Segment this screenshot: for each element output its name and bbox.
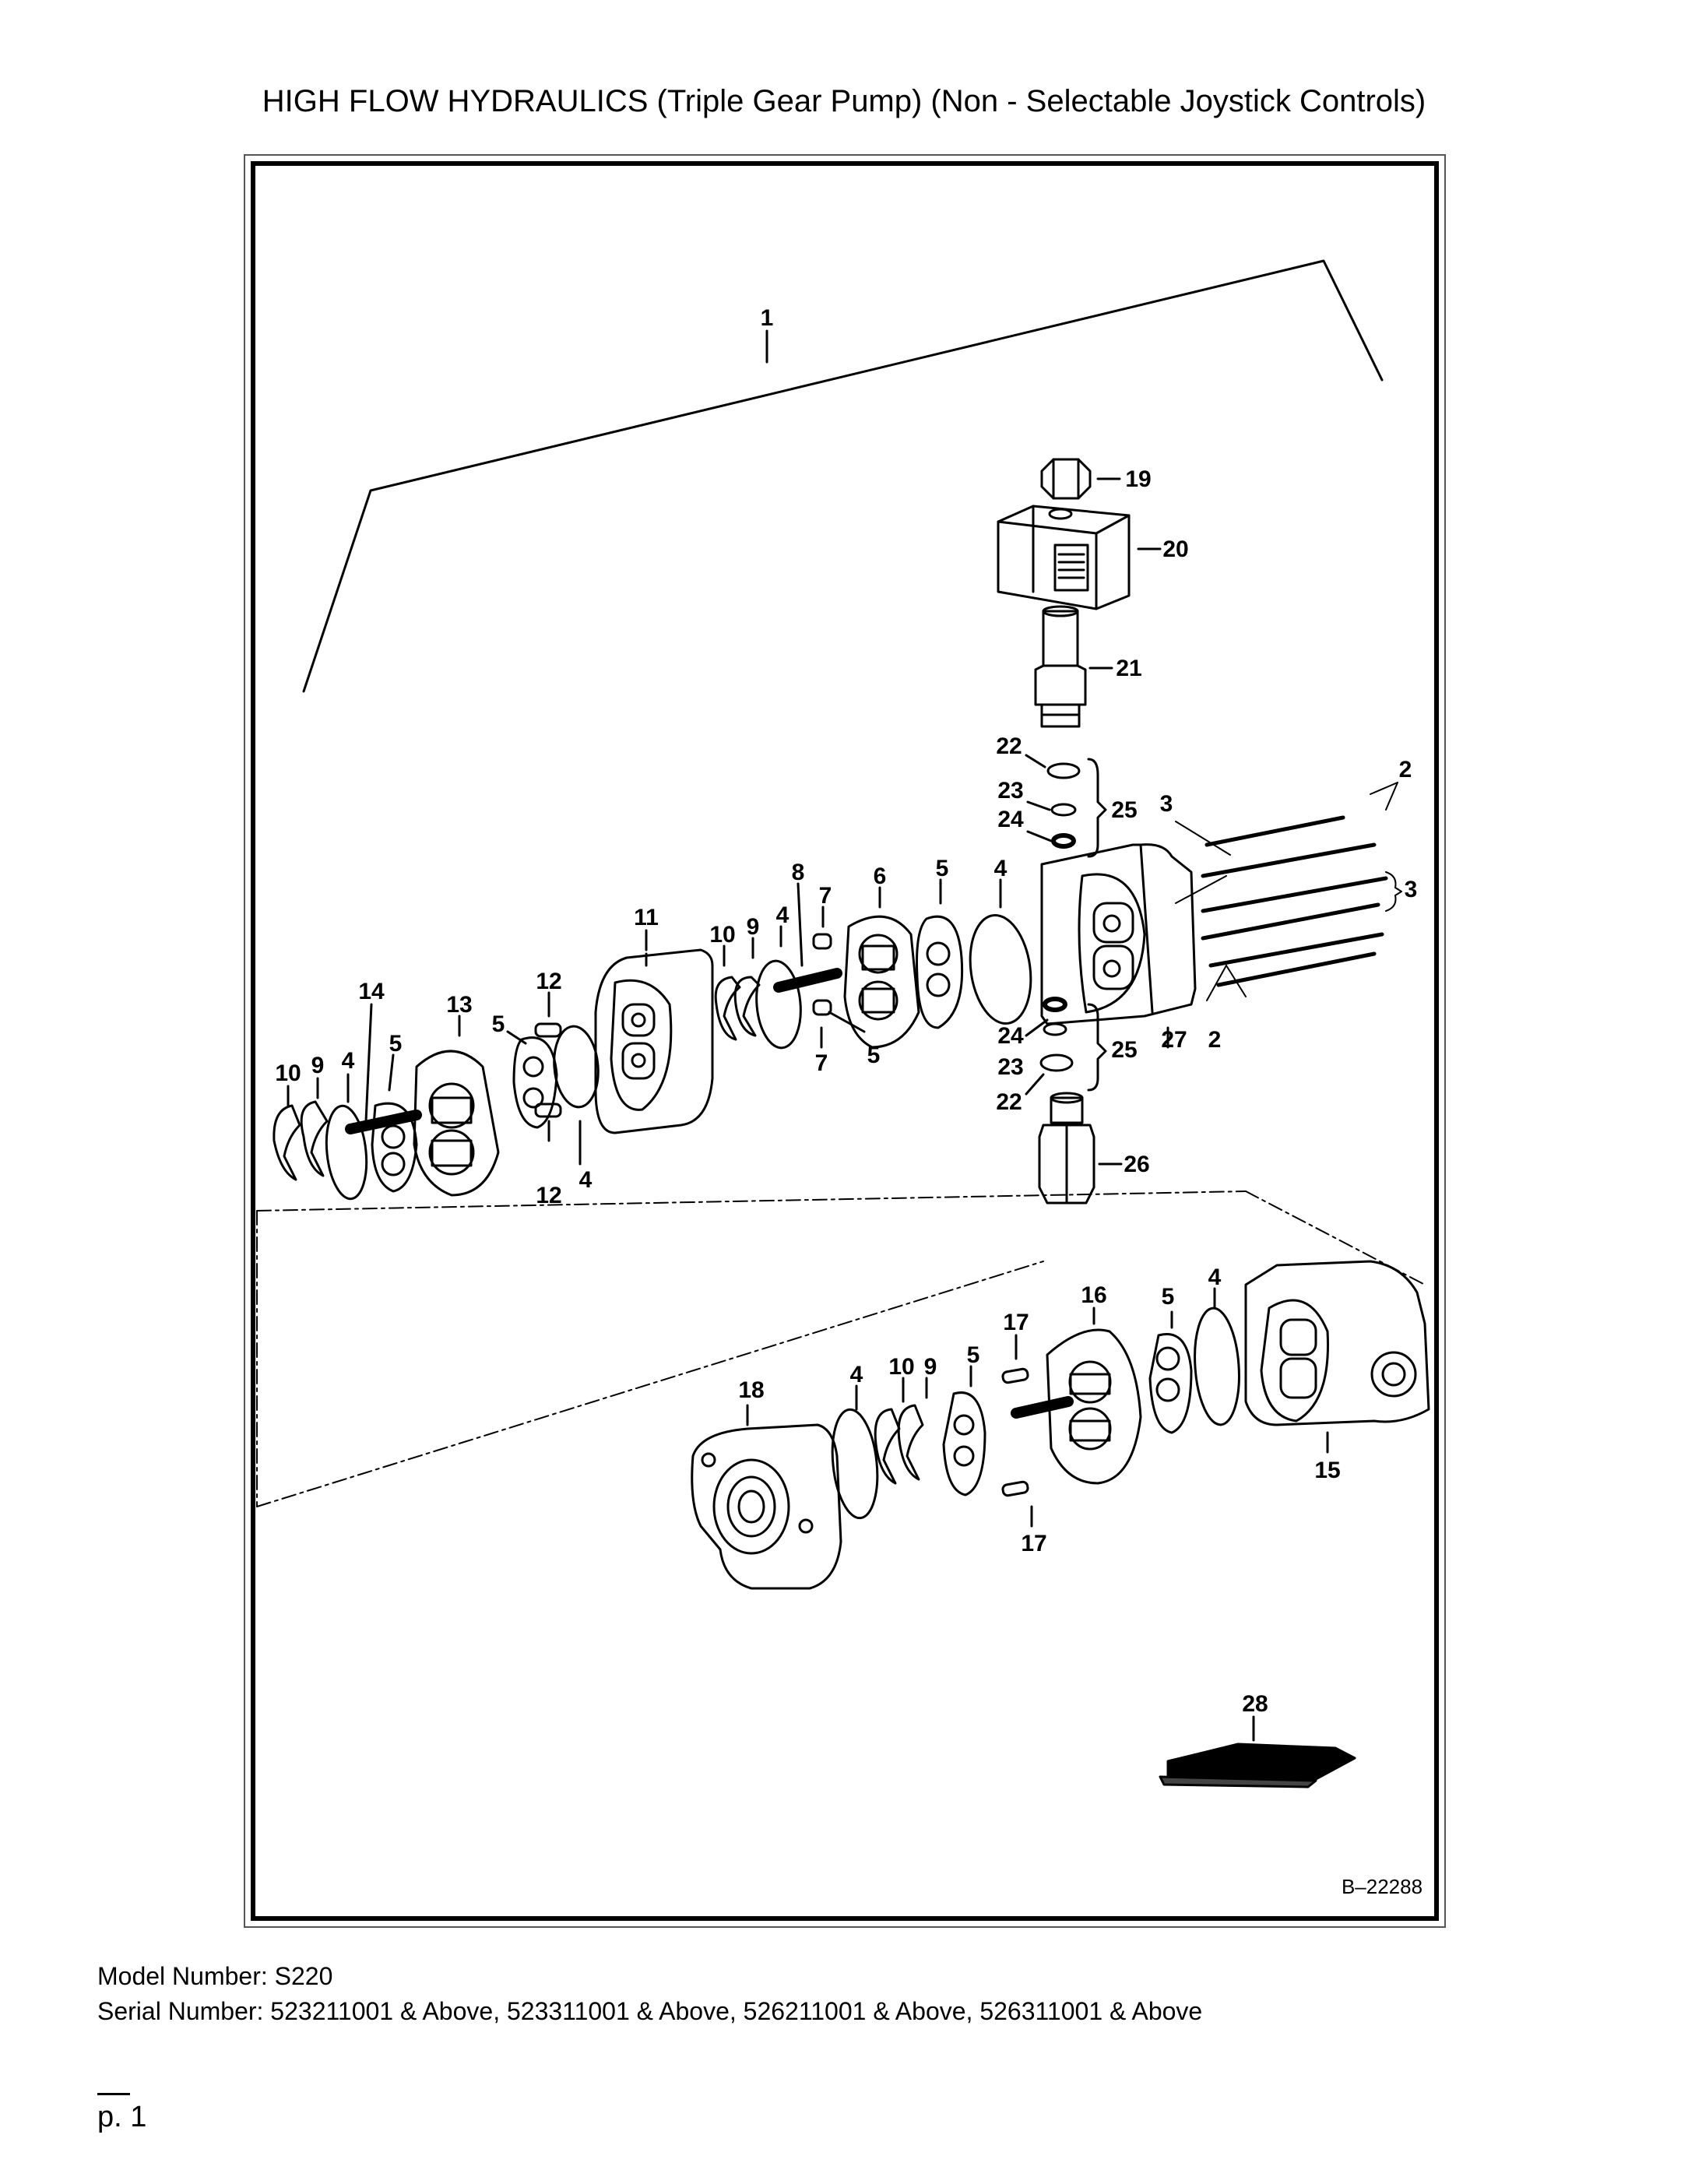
page-number-rule (97, 2093, 130, 2095)
page-number: p. 1 (97, 2101, 147, 2133)
model-number: Model Number: S220 (97, 1962, 333, 1990)
diagram-frame-outer (244, 154, 1446, 1928)
page-title: HIGH FLOW HYDRAULICS (Triple Gear Pump) … (262, 84, 1426, 118)
serial-number: Serial Number: 523211001 & Above, 523311… (97, 1997, 1203, 2025)
diagram-frame (251, 161, 1439, 1921)
